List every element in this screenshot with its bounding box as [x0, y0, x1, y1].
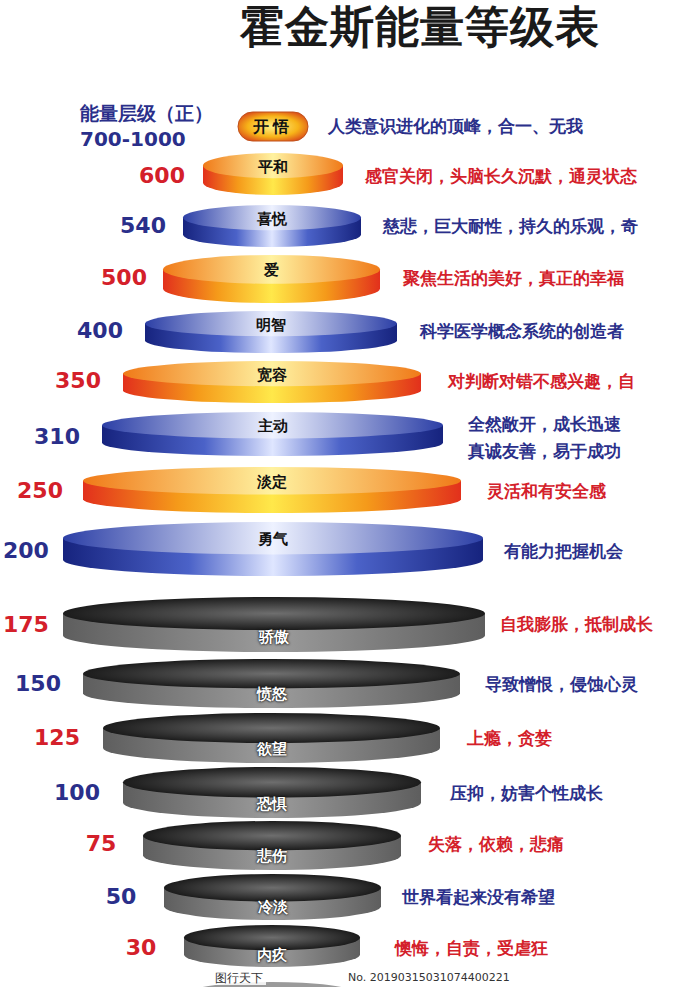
disc-top [183, 205, 361, 230]
disc-label: 勇气 [63, 529, 483, 549]
level-description: 感官关闭，头脑长久沉默，通灵状态 [365, 166, 637, 186]
diagram-title: 霍金斯能量等级表 [240, 0, 600, 54]
level-number: 500 [101, 265, 147, 291]
disc-top [63, 597, 485, 630]
level-description: 有能力把握机会 [504, 541, 623, 561]
level-number: 310 [34, 424, 80, 450]
energy-disc: 爱 [163, 255, 380, 303]
disc-label: 淡定 [83, 472, 461, 492]
disc-label: 冷淡 [164, 897, 381, 917]
level-number: 175 [3, 612, 49, 638]
energy-disc: 平和 [203, 153, 343, 195]
level-number: 200 [3, 538, 49, 564]
disc-top [163, 255, 380, 284]
disc-top [164, 874, 381, 902]
energy-disc: 喜悦 [183, 205, 361, 247]
scale-heading: 700-1000 [80, 127, 186, 151]
grey-disc: 悲伤 [143, 821, 401, 870]
disc-top [102, 412, 443, 438]
disc-label: 宽容 [123, 365, 421, 385]
level-description: 失落，依赖，悲痛 [428, 834, 564, 854]
level-description: 上瘾，贪婪 [467, 728, 552, 748]
disc-label: 开悟 [238, 117, 308, 137]
watermark-text: No. 20190315031074400221 [345, 971, 513, 984]
grey-disc: 欲望 [103, 713, 440, 763]
watermark-text: 图行天下 [212, 971, 266, 985]
disc-top [145, 311, 397, 336]
level-description: 科学医学概念系统的创造者 [420, 321, 624, 341]
pill-body [238, 112, 308, 141]
level-number: 600 [139, 163, 185, 189]
disc-top [63, 522, 483, 554]
top-pill: 开悟 [238, 112, 308, 141]
disc-label: 愤怒 [83, 684, 460, 704]
level-description: 人类意识进化的顶峰，合一、无我 [328, 116, 583, 136]
disc-label: 欲望 [103, 739, 440, 759]
energy-disc: 明智 [145, 311, 397, 353]
energy-disc: 淡定 [83, 467, 461, 513]
disc-label: 平和 [203, 157, 343, 177]
disc-top [83, 467, 461, 495]
level-number: 125 [34, 725, 80, 751]
disc-label: 明智 [145, 315, 397, 335]
level-description: 对判断对错不感兴趣，自 [448, 371, 635, 391]
disc-top [103, 713, 440, 743]
grey-disc: 恐惧 [123, 767, 421, 818]
disc-label: 内疚 [184, 945, 360, 965]
level-number: 75 [86, 831, 117, 857]
disc-label: 喜悦 [183, 209, 361, 229]
disc-label: 恐惧 [123, 794, 421, 814]
level-description: 慈悲，巨大耐性，持久的乐观，奇 [383, 216, 638, 236]
disc-label: 骄傲 [63, 627, 485, 647]
energy-disc: 宽容 [123, 361, 421, 403]
level-number: 400 [77, 318, 123, 344]
disc-top [123, 767, 421, 798]
level-number: 30 [126, 935, 157, 961]
disc-top [143, 821, 401, 850]
grey-disc: 冷淡 [164, 874, 381, 920]
level-number: 540 [120, 213, 166, 239]
level-number: 350 [55, 368, 101, 394]
level-description: 懊悔，自责，受虐狂 [395, 938, 548, 958]
level-description: 真诚友善，易于成功 [468, 441, 621, 461]
level-description: 导致憎恨，侵蚀心灵 [485, 674, 638, 694]
level-description: 灵活和有安全感 [487, 481, 606, 501]
level-description: 聚焦生活的美好，真正的幸福 [403, 268, 624, 288]
disc-label: 悲伤 [143, 846, 401, 866]
energy-disc: 勇气 [63, 522, 483, 576]
disc-label: 主动 [102, 416, 443, 436]
grey-disc: 内疚 [184, 925, 360, 967]
scale-heading: 能量层级（正） [80, 102, 213, 125]
disc-top [123, 361, 421, 386]
level-number: 150 [15, 671, 61, 697]
level-number: 100 [54, 780, 100, 806]
disc-top [203, 153, 343, 178]
level-description: 全然敞开，成长迅速 [468, 414, 621, 434]
grey-disc: 骄傲 [63, 597, 485, 652]
disc-label: 爱 [163, 260, 380, 280]
disc-top [83, 659, 460, 688]
level-description: 世界看起来没有希望 [402, 887, 555, 907]
energy-disc: 主动 [102, 412, 443, 456]
level-description: 自我膨胀，抵制成长 [500, 614, 653, 634]
level-number: 50 [106, 884, 137, 910]
level-description: 压抑，妨害个性成长 [450, 783, 603, 803]
grey-disc: 愤怒 [83, 659, 460, 708]
level-number: 250 [17, 478, 63, 504]
